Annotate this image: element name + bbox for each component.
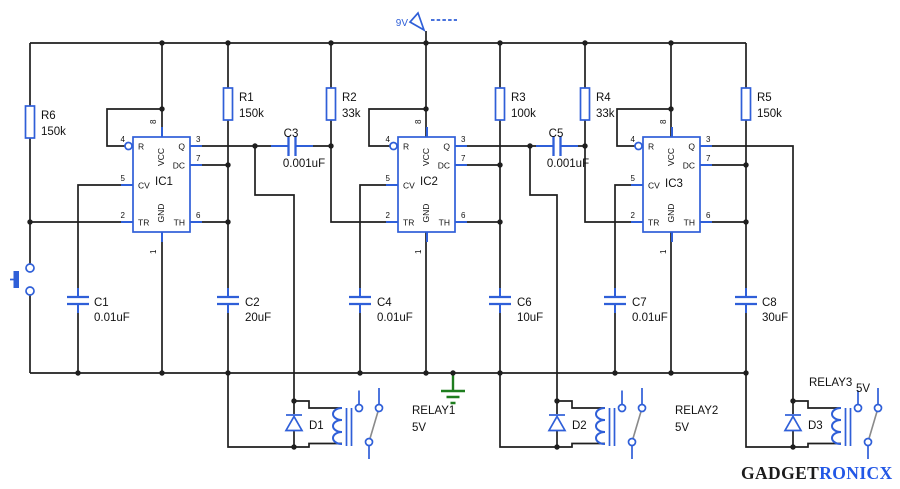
resistor-value: 33k xyxy=(596,108,615,120)
relay-name: RELAY3 xyxy=(809,377,852,389)
resistor-name: R3 xyxy=(511,92,526,104)
relay-unit-2 xyxy=(548,387,647,460)
capacitor-C4 xyxy=(347,286,373,315)
relay-unit-3 xyxy=(784,387,883,460)
resistor-value: 33k xyxy=(342,108,361,120)
capacitor-value: 0.01uF xyxy=(377,312,413,324)
ic-name-label: IC3 xyxy=(665,178,683,190)
capacitor-C6 xyxy=(487,286,513,315)
resistor-R1 xyxy=(222,87,234,121)
component-labels: R6 150k R1 150k R2 33k R3 100k R4 33k R5… xyxy=(41,92,870,434)
capacitor-name: C5 xyxy=(549,128,564,140)
ground-icon xyxy=(441,373,465,405)
diode-name: D2 xyxy=(572,420,587,432)
capacitor-name: C8 xyxy=(762,297,777,309)
capacitor-value: 0.001uF xyxy=(547,158,589,170)
capacitor-C1 xyxy=(65,286,91,315)
brand-logo: GADGETRONICX xyxy=(741,463,893,483)
resistor-name: R5 xyxy=(757,92,772,104)
capacitor-name: C6 xyxy=(517,297,532,309)
brand-logo-black: GADGET xyxy=(741,463,819,483)
resistor-value: 150k xyxy=(41,126,66,138)
resistor-value: 150k xyxy=(757,108,782,120)
resistor-name: R6 xyxy=(41,110,56,122)
relay-voltage: 5V xyxy=(675,422,689,434)
junction-dots xyxy=(27,40,749,376)
relay-name: RELAY1 xyxy=(412,405,455,417)
capacitor-value: 0.001uF xyxy=(283,158,325,170)
relay-name: RELAY2 xyxy=(675,405,718,417)
resistor-R4 xyxy=(579,87,591,121)
capacitor-C7 xyxy=(602,286,628,315)
capacitor-name: C1 xyxy=(94,297,109,309)
relay-voltage: 5V xyxy=(412,422,426,434)
brand-logo-blue: RONICX xyxy=(819,463,892,483)
push-button-terminal xyxy=(25,286,35,296)
capacitor-name: C2 xyxy=(245,297,260,309)
resistor-R3 xyxy=(494,87,506,121)
capacitor-name: C4 xyxy=(377,297,392,309)
ic-name-label: IC2 xyxy=(420,176,438,188)
capacitor-name: C3 xyxy=(284,128,299,140)
push-button-actuator xyxy=(13,271,19,288)
capacitor-value: 10uF xyxy=(517,312,543,324)
capacitor-C8 xyxy=(733,286,759,315)
capacitor-value: 0.01uF xyxy=(94,312,130,324)
resistor-R2 xyxy=(325,87,337,121)
resistor-R6 xyxy=(24,105,36,139)
diode-name: D1 xyxy=(309,420,324,432)
relay-voltage: 5V xyxy=(856,383,870,395)
power-voltage-label: 9V xyxy=(396,18,409,29)
resistor-name: R2 xyxy=(342,92,357,104)
power-supply-icon: 9V xyxy=(396,11,457,32)
resistor-value: 150k xyxy=(239,108,264,120)
capacitor-name: C7 xyxy=(632,297,647,309)
ic-name-label: IC1 xyxy=(155,176,173,188)
resistor-R5 xyxy=(740,87,752,121)
capacitor-C2 xyxy=(215,286,241,315)
resistor-value: 100k xyxy=(511,108,536,120)
relay-unit-1 xyxy=(285,387,384,460)
diode-name: D3 xyxy=(808,420,823,432)
capacitor-value: 30uF xyxy=(762,312,788,324)
resistor-name: R1 xyxy=(239,92,254,104)
power-arrow-icon xyxy=(408,11,426,32)
capacitor-value: 20uF xyxy=(245,312,271,324)
push-button-terminal xyxy=(25,263,35,273)
wire-rails xyxy=(29,31,794,448)
push-button xyxy=(10,263,35,296)
resistor-name: R4 xyxy=(596,92,611,104)
capacitor-value: 0.01uF xyxy=(632,312,668,324)
